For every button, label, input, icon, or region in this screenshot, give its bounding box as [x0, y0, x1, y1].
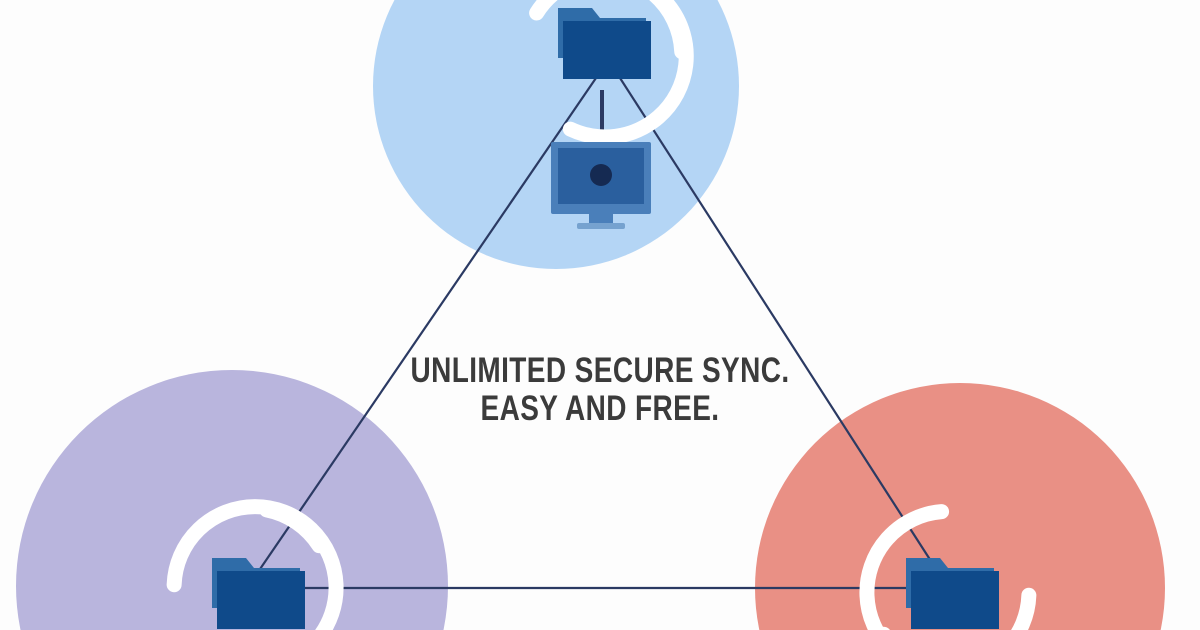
- link-top-to-bottom-left: [257, 77, 597, 573]
- folder-icon[interactable]: [906, 558, 999, 629]
- link-top-to-bottom-right: [619, 77, 939, 573]
- node-circle-bottom-right: [755, 383, 1165, 630]
- folder-icon[interactable]: [212, 558, 305, 629]
- folder-icon[interactable]: [558, 8, 651, 79]
- node-top[interactable]: [506, 0, 708, 229]
- monitor-center-dot: [590, 164, 612, 186]
